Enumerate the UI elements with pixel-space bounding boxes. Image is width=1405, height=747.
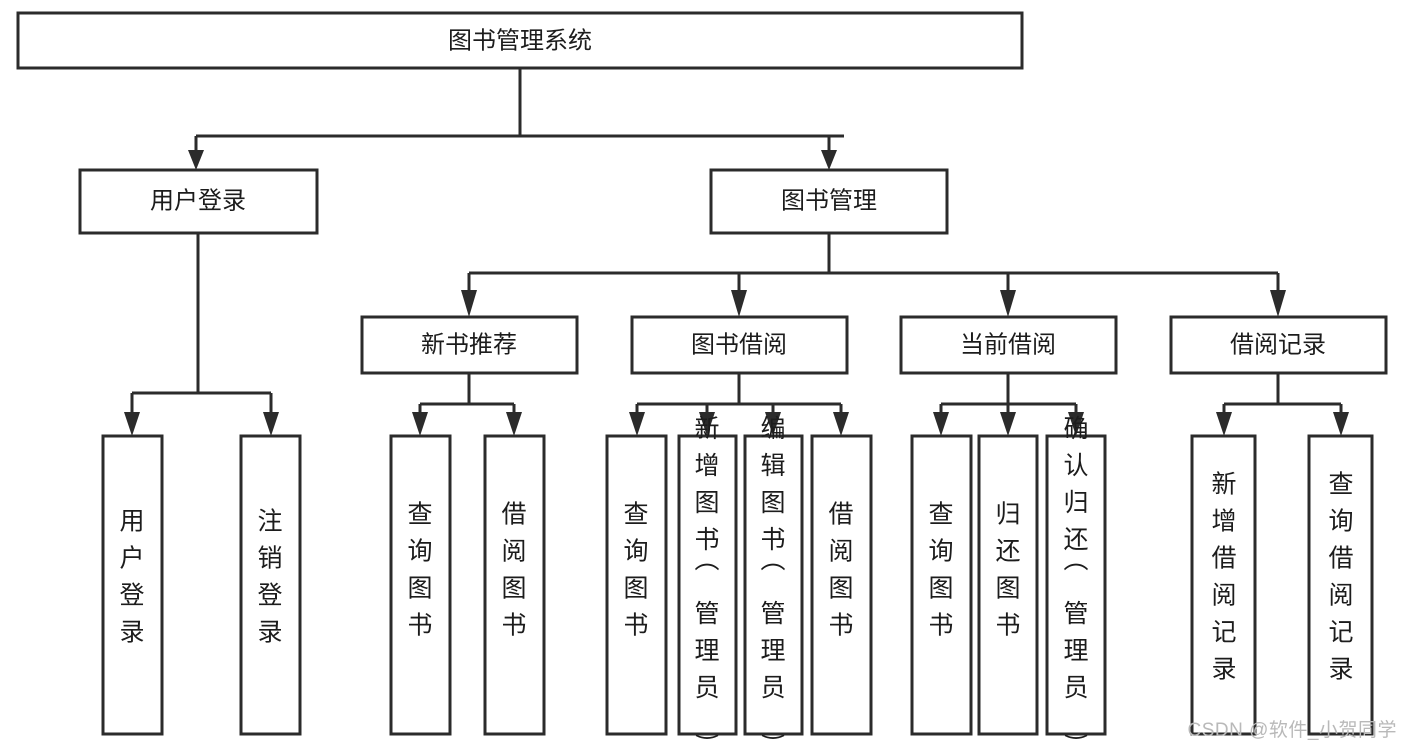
node-leaf-add-record-box[interactable] xyxy=(1190,434,1257,736)
node-new-book-recommend[interactable]: 新书推荐 xyxy=(360,315,579,375)
node-root-label: 图书管理系统 xyxy=(448,27,592,54)
arrow-head-leaf-query-record xyxy=(1333,412,1349,436)
node-leaf-add-record[interactable]: 新增借阅记录 xyxy=(1190,434,1257,736)
node-book-borrow[interactable]: 图书借阅 xyxy=(630,315,849,375)
node-book-borrow-box[interactable] xyxy=(630,315,849,375)
node-new-book-recommend-label: 新书推荐 xyxy=(421,331,517,358)
node-leaf-return-book-box[interactable] xyxy=(977,434,1039,736)
node-leaf-add-book-box[interactable] xyxy=(677,434,738,736)
arrow-head-leaf-user-login xyxy=(124,412,140,436)
node-leaf-query-book-3[interactable]: 查询图书 xyxy=(910,434,973,736)
node-leaf-query-record-label: 查询借阅记录 xyxy=(1328,471,1353,684)
arrow-head-leaf-edit-book xyxy=(765,412,781,436)
node-leaf-edit-book-label: 编辑图书⌒管理员‿ xyxy=(760,415,785,739)
node-leaf-query-record-box[interactable] xyxy=(1307,434,1374,736)
arrow-head-borrow-record xyxy=(1270,290,1286,317)
node-root[interactable]: 图书管理系统 xyxy=(16,11,1024,70)
connector-layer xyxy=(124,68,1349,436)
node-borrow-record-label: 借阅记录 xyxy=(1230,331,1326,358)
arrow-head-book-borrow xyxy=(731,290,747,317)
arrow-head-leaf-add-record xyxy=(1216,412,1232,436)
node-leaf-query-book-1-label: 查询图书 xyxy=(407,501,432,640)
node-leaf-logout-login-box[interactable] xyxy=(239,434,302,736)
arrow-head-leaf-confirm-return xyxy=(1068,412,1084,436)
node-current-borrow-label: 当前借阅 xyxy=(960,331,1056,358)
node-leaf-edit-book-box[interactable] xyxy=(743,434,804,736)
arrow-head-leaf-borrow-book-2 xyxy=(833,412,849,436)
arrow-head-leaf-borrow-book-1 xyxy=(506,412,522,436)
node-leaf-return-book[interactable]: 归还图书 xyxy=(977,434,1039,736)
node-leaf-query-book-2-box[interactable] xyxy=(605,434,668,736)
arrow-head-leaf-logout-login xyxy=(263,412,279,436)
csdn-watermark: CSDN @软件_小贺同学 xyxy=(1187,720,1397,741)
arrow-head-leaf-query-book-1 xyxy=(412,412,428,436)
node-leaf-confirm-return[interactable]: 确认归还⌒管理员‿ xyxy=(1045,415,1107,739)
arrow-head-leaf-add-book xyxy=(699,412,715,436)
arrow-head-book-manage xyxy=(821,150,837,170)
node-leaf-query-book-1-box[interactable] xyxy=(389,434,452,736)
arrow-head-leaf-query-book-2 xyxy=(629,412,645,436)
node-leaf-query-book-2-label: 查询图书 xyxy=(623,501,648,640)
node-leaf-borrow-book-2-label: 借阅图书 xyxy=(828,501,853,640)
node-leaf-borrow-book-2[interactable]: 借阅图书 xyxy=(810,434,873,736)
node-leaf-query-record[interactable]: 查询借阅记录 xyxy=(1307,434,1374,736)
node-current-borrow[interactable]: 当前借阅 xyxy=(899,315,1118,375)
node-leaf-borrow-book-1-box[interactable] xyxy=(483,434,546,736)
arrow-head-new-book-recommend xyxy=(461,290,477,317)
node-leaf-confirm-return-label: 确认归还⌒管理员‿ xyxy=(1063,415,1088,739)
node-leaf-query-book-3-label: 查询图书 xyxy=(928,501,953,640)
node-leaf-borrow-book-2-box[interactable] xyxy=(810,434,873,736)
node-leaf-borrow-book-1-label: 借阅图书 xyxy=(501,501,526,640)
node-leaf-return-book-label: 归还图书 xyxy=(995,501,1020,640)
node-book-manage-label: 图书管理 xyxy=(781,187,877,214)
arrow-head-leaf-return-book xyxy=(1000,412,1016,436)
node-leaf-add-book-label: 新增图书⌒管理员‿ xyxy=(694,415,719,739)
node-leaf-add-book[interactable]: 新增图书⌒管理员‿ xyxy=(677,415,738,739)
arrow-head-current-borrow xyxy=(1000,290,1016,317)
node-root-box[interactable] xyxy=(16,11,1024,70)
node-borrow-record[interactable]: 借阅记录 xyxy=(1169,315,1388,375)
node-book-borrow-label: 图书借阅 xyxy=(691,331,787,358)
node-leaf-user-login-label: 用户登录 xyxy=(119,508,144,647)
node-leaf-logout-login[interactable]: 注销登录 xyxy=(239,434,302,736)
node-book-manage-box[interactable] xyxy=(709,168,949,235)
node-leaf-edit-book[interactable]: 编辑图书⌒管理员‿ xyxy=(743,415,804,739)
node-user-login-label: 用户登录 xyxy=(150,187,246,214)
arrow-head-leaf-query-book-3 xyxy=(933,412,949,436)
node-leaf-borrow-book-1[interactable]: 借阅图书 xyxy=(483,434,546,736)
node-leaf-query-book-1[interactable]: 查询图书 xyxy=(389,434,452,736)
node-leaf-add-record-label: 新增借阅记录 xyxy=(1211,471,1236,684)
node-user-login[interactable]: 用户登录 xyxy=(78,168,319,235)
node-leaf-user-login-box[interactable] xyxy=(101,434,164,736)
node-current-borrow-box[interactable] xyxy=(899,315,1118,375)
node-leaf-logout-login-label: 注销登录 xyxy=(257,508,282,647)
node-leaf-confirm-return-box[interactable] xyxy=(1045,434,1107,736)
node-book-manage[interactable]: 图书管理 xyxy=(709,168,949,235)
node-borrow-record-box[interactable] xyxy=(1169,315,1388,375)
node-leaf-query-book-2[interactable]: 查询图书 xyxy=(605,434,668,736)
arrow-head-user-login xyxy=(188,150,204,170)
node-new-book-recommend-box[interactable] xyxy=(360,315,579,375)
node-leaf-user-login[interactable]: 用户登录 xyxy=(101,434,164,736)
node-leaf-query-book-3-box[interactable] xyxy=(910,434,973,736)
node-user-login-box[interactable] xyxy=(78,168,319,235)
